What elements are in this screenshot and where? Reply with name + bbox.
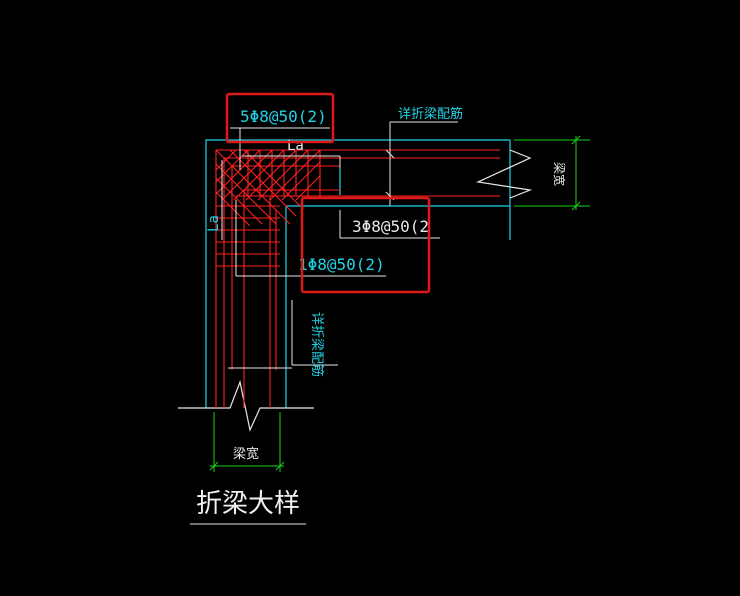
highlight-box-right: [300, 196, 431, 294]
beam-width-right-label: 梁宽: [552, 162, 567, 186]
stirrup-inner-label: 1Φ8@50(2): [298, 255, 385, 274]
break-symbols: [178, 149, 533, 432]
la-left-label: La: [206, 215, 222, 232]
stirrup-top-label: 5Φ8@50(2): [240, 107, 327, 126]
beam-width-bottom-label: 梁宽: [233, 446, 259, 462]
leader-lines: [190, 121, 458, 525]
rebars: [215, 149, 500, 408]
drawing-title: 折梁大样: [196, 489, 300, 519]
highlight-box-top: [225, 92, 335, 144]
dimension-lines: [209, 135, 590, 472]
rebar-note-top: 详折梁配筋: [398, 106, 463, 122]
rebar-note-left: 详折梁配筋: [309, 312, 325, 377]
la-top-label: La: [287, 138, 304, 154]
stirrup-right-label: 3Φ8@50(2: [352, 217, 429, 236]
